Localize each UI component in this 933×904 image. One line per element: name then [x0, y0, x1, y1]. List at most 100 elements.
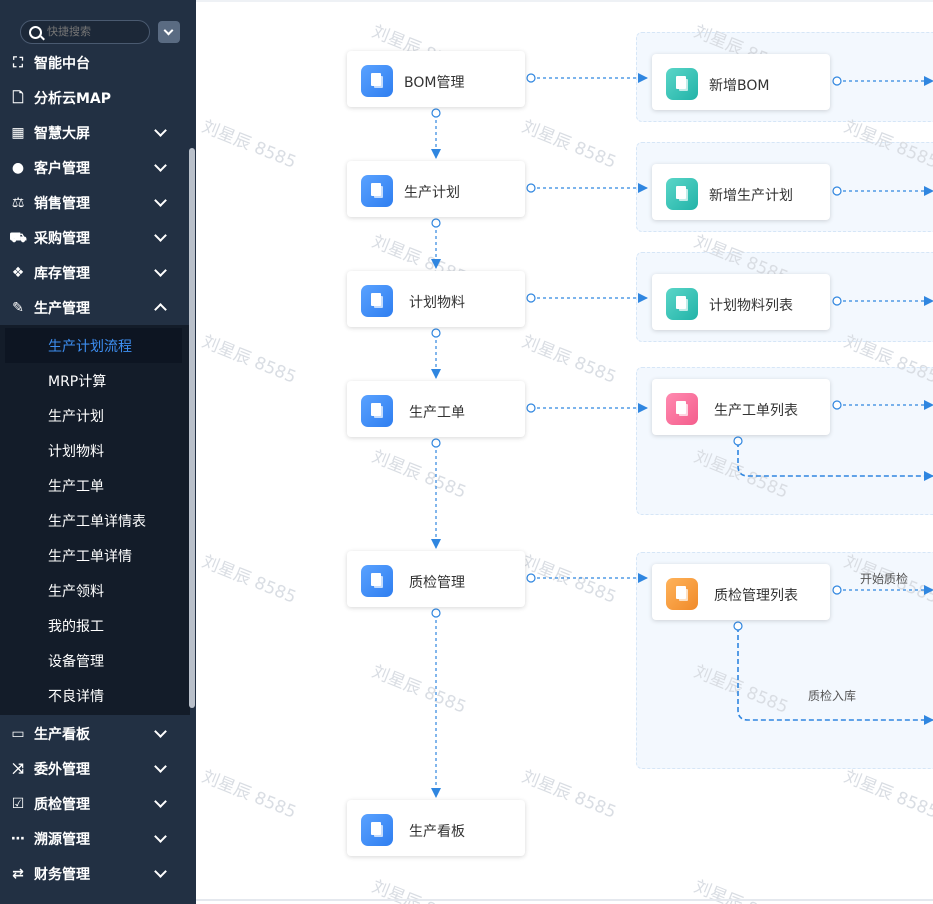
- document-stack-icon: [361, 285, 393, 317]
- submenu-item-material-picking[interactable]: 生产领料: [5, 573, 182, 608]
- chevron-down-icon: [154, 795, 167, 808]
- chevron-down-icon: [154, 830, 167, 843]
- menu-item-customer[interactable]: ● 客户管理: [0, 150, 190, 185]
- check-icon: ☑: [11, 796, 25, 812]
- flow-edges: [431, 73, 933, 798]
- node-add-bom[interactable]: 新增BOM: [652, 54, 830, 110]
- document-stack-icon: [361, 65, 393, 97]
- menu-label: 财务管理: [34, 867, 90, 883]
- screen-icon: ⛶: [13, 55, 23, 71]
- submenu-item-work-order[interactable]: 生产工单: [5, 468, 182, 503]
- node-quality-management[interactable]: 质检管理: [347, 551, 525, 607]
- chevron-up-icon: [154, 303, 167, 316]
- menu-item-sales[interactable]: ⚖ 销售管理: [0, 185, 190, 220]
- submenu-item-plan-material[interactable]: 计划物料: [5, 433, 182, 468]
- node-label: 质检管理列表: [714, 588, 798, 604]
- chevron-down-icon: [154, 760, 167, 773]
- quick-search-input[interactable]: [47, 25, 142, 38]
- submenu-label: 我的报工: [48, 619, 104, 635]
- menu-label: 质检管理: [34, 797, 90, 813]
- menu-item-smart-center[interactable]: ⛶ 智能中台: [0, 45, 190, 80]
- node-plan-material-list[interactable]: 计划物料列表: [652, 274, 830, 330]
- menu-label: 生产管理: [34, 301, 90, 317]
- inbox-download-icon: [666, 178, 698, 210]
- menu-label: 分析云MAP: [34, 91, 112, 107]
- menu-label: 智能中台: [34, 56, 90, 72]
- submenu-item-work-order-detail-table[interactable]: 生产工单详情表: [5, 503, 182, 538]
- menu-label: 库存管理: [34, 266, 90, 282]
- monitor-icon: ▭: [11, 726, 25, 742]
- submenu-label: 计划物料: [48, 444, 104, 460]
- sidebar-dropdown-toggle[interactable]: [158, 21, 180, 43]
- dots-icon: ⋯: [11, 831, 25, 847]
- building-icon: [361, 814, 393, 846]
- shuffle-icon: ⤨: [12, 761, 24, 777]
- node-label: 计划物料: [409, 295, 465, 311]
- menu-item-traceability[interactable]: ⋯ 溯源管理: [0, 821, 190, 856]
- node-label: BOM管理: [404, 75, 465, 91]
- chevron-down-icon: [154, 159, 167, 172]
- node-add-production-plan[interactable]: 新增生产计划: [652, 164, 830, 220]
- chevron-down-icon: [154, 229, 167, 242]
- search-icon: [29, 26, 42, 39]
- menu-label: 采购管理: [34, 231, 90, 247]
- chevron-down-icon: [154, 725, 167, 738]
- menu-item-analysis-map[interactable]: 🗋 分析云MAP: [0, 80, 190, 115]
- node-work-order-list[interactable]: 生产工单列表: [652, 379, 830, 435]
- chevron-down-icon: [154, 124, 167, 137]
- chevron-down-icon: [154, 194, 167, 207]
- submenu-label: 不良详情: [48, 689, 104, 705]
- menu-item-production-board[interactable]: ▭ 生产看板: [0, 716, 190, 751]
- inbox-download-icon: [666, 288, 698, 320]
- submenu-label: 生产计划流程: [48, 339, 132, 355]
- submenu-item-defect-detail[interactable]: 不良详情: [5, 678, 182, 713]
- submenu-item-production-plan[interactable]: 生产计划: [5, 398, 182, 433]
- submenu-item-mrp[interactable]: MRP计算: [5, 363, 182, 398]
- menu-item-outsourcing[interactable]: ⤨ 委外管理: [0, 751, 190, 786]
- node-production-plan[interactable]: 生产计划: [347, 161, 525, 217]
- node-bom-management[interactable]: BOM管理: [347, 51, 525, 107]
- node-work-order[interactable]: 生产工单: [347, 381, 525, 437]
- menu-item-finance[interactable]: ⇄ 财务管理: [0, 856, 190, 891]
- node-label: 生产工单: [409, 405, 465, 421]
- submenu-item-work-order-detail[interactable]: 生产工单详情: [5, 538, 182, 573]
- edge-label-qc-storage: 质检入库: [808, 689, 857, 703]
- submenu-item-plan-flow[interactable]: 生产计划流程: [5, 328, 182, 363]
- production-submenu: 生产计划流程 MRP计算 生产计划 计划物料 生产工单 生产工单详情表 生产工单…: [0, 325, 190, 715]
- submenu-label: 生产计划: [48, 409, 104, 425]
- menu-item-inventory[interactable]: ❖ 库存管理: [0, 255, 190, 290]
- quick-search[interactable]: [20, 20, 150, 44]
- document-search-icon: [361, 565, 393, 597]
- menu-item-quality[interactable]: ☑ 质检管理: [0, 786, 190, 821]
- submenu-label: MRP计算: [48, 374, 107, 390]
- node-quality-list[interactable]: 质检管理列表: [652, 564, 830, 620]
- chevron-down-icon: [154, 264, 167, 277]
- sidebar: ⛶ 智能中台 🗋 分析云MAP ▦ 智慧大屏 ● 客户管理 ⚖ 销售管理 ⛟ 采…: [0, 0, 196, 904]
- submenu-label: 生产工单详情表: [48, 514, 146, 530]
- sidebar-scrollbar[interactable]: [189, 148, 195, 708]
- menu-label: 生产看板: [34, 727, 90, 743]
- node-label: 计划物料列表: [709, 298, 793, 314]
- submenu-item-equipment[interactable]: 设备管理: [5, 643, 182, 678]
- exchange-icon: ⇄: [12, 866, 24, 882]
- submenu-label: 设备管理: [48, 654, 104, 670]
- submenu-item-my-report[interactable]: 我的报工: [5, 608, 182, 643]
- cart-icon: ⛟: [9, 230, 27, 246]
- node-label: 生产工单列表: [714, 403, 798, 419]
- node-label: 生产看板: [409, 824, 465, 840]
- grid-icon: ▦: [11, 125, 25, 141]
- menu-item-purchase[interactable]: ⛟ 采购管理: [0, 220, 190, 255]
- submenu-label: 生产工单: [48, 479, 104, 495]
- node-label: 质检管理: [409, 575, 465, 591]
- menu-label: 委外管理: [34, 762, 90, 778]
- node-production-board[interactable]: 生产看板: [347, 800, 525, 856]
- edge-label-start-qc: 开始质检: [860, 572, 909, 586]
- node-plan-material[interactable]: 计划物料: [347, 271, 525, 327]
- menu-item-production[interactable]: ✎ 生产管理: [0, 290, 190, 325]
- wrench-icon: ✎: [12, 300, 24, 316]
- menu-label: 销售管理: [34, 196, 90, 212]
- submenu-label: 生产工单详情: [48, 549, 132, 565]
- menu-item-smart-screen[interactable]: ▦ 智慧大屏: [0, 115, 190, 150]
- document-stack-icon: [361, 175, 393, 207]
- menu-label: 溯源管理: [34, 832, 90, 848]
